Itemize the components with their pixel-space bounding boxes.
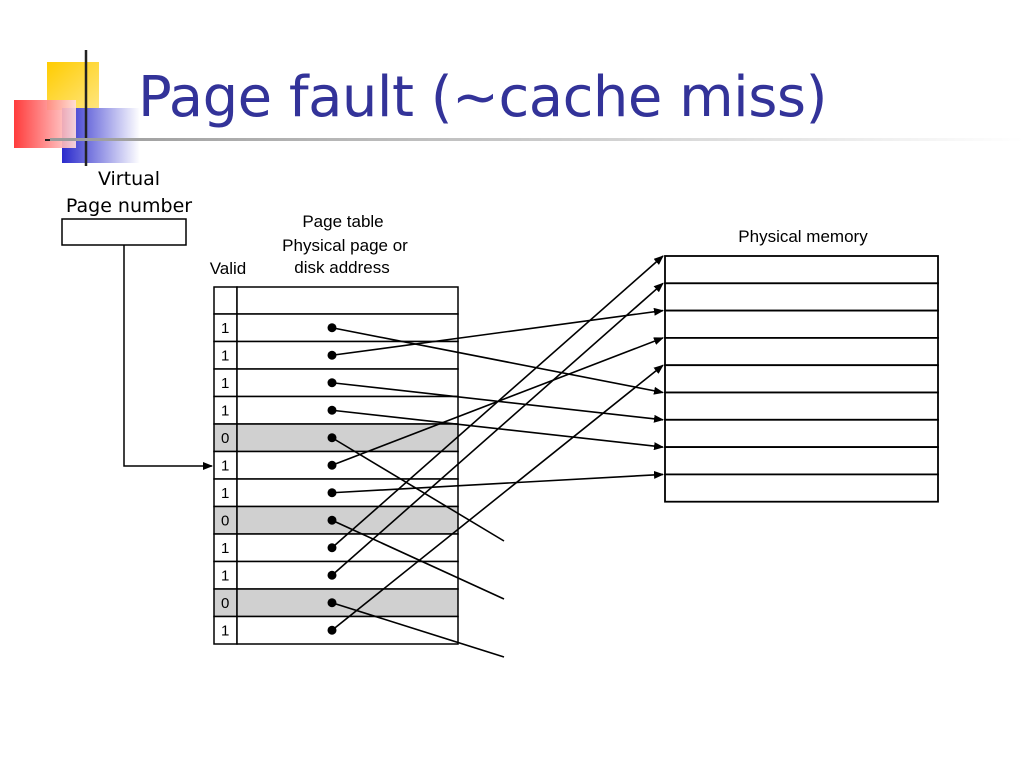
pointer-dot [327, 323, 337, 333]
phys-or-disk-label-line1: Physical page or [282, 236, 408, 255]
slide-title: Page fault (~cache miss) [138, 65, 827, 130]
virtual-label-line1: Virtual [98, 168, 160, 190]
virtual-label-line2: Page number [66, 195, 192, 217]
mapping-arrow-to-memory [331, 364, 664, 631]
pointer-dot [327, 625, 337, 635]
valid-bit: 1 [221, 485, 229, 502]
address-cell [236, 368, 459, 398]
memory-frame [664, 473, 939, 503]
mapping-arrow-to-memory [331, 307, 664, 357]
page-table-row: 0 [213, 588, 459, 618]
address-cell [236, 533, 459, 563]
pointer-dot [327, 570, 337, 580]
memory-frame [664, 255, 939, 285]
valid-label: Valid [210, 259, 247, 278]
valid-bit: 1 [221, 320, 229, 337]
valid-bit: 1 [221, 540, 229, 557]
memory-frame [664, 446, 939, 476]
pointer-dot [327, 543, 337, 553]
memory-frame [664, 282, 939, 312]
pointer-dot [327, 460, 337, 470]
valid-bit: 1 [221, 458, 229, 475]
address-cell [236, 560, 459, 590]
physical-memory-label: Physical memory [738, 227, 868, 246]
page-table-row: 1 [213, 478, 459, 508]
address-cell [236, 588, 459, 618]
memory-frame [664, 336, 939, 367]
pointer-dot [327, 405, 337, 415]
page-table-label: Page table [302, 212, 383, 231]
page-table-row: 1 [213, 450, 459, 480]
mapping-arrows [327, 255, 664, 658]
mapping-arrow-to-memory [331, 326, 664, 395]
mapping-arrow-to-memory [331, 255, 664, 549]
address-cell [236, 505, 459, 535]
mapping-arrow-to-memory [331, 470, 664, 494]
pointer-dot [327, 350, 337, 360]
pointer-dot [327, 433, 337, 443]
memory-frame [664, 309, 939, 339]
memory-frame [664, 364, 939, 394]
valid-bit: 1 [221, 623, 229, 640]
virtual-pointer-arrow [123, 245, 213, 470]
mapping-line-to-disk [331, 519, 505, 600]
mapping-line-to-disk [331, 601, 505, 658]
valid-bit: 0 [221, 430, 229, 447]
valid-bit: 1 [221, 348, 229, 365]
page-table-header-address [236, 286, 459, 315]
mapping-arrow-to-memory [331, 282, 664, 576]
page-table-row: 1 [213, 340, 459, 370]
valid-bit: 1 [221, 375, 229, 392]
page-table-row: 1 [213, 533, 459, 563]
address-cell [236, 615, 459, 645]
page-table-row: 1 [213, 368, 459, 398]
valid-bit: 0 [221, 513, 229, 530]
phys-or-disk-label-line2: disk address [294, 258, 389, 277]
pointer-dot [327, 488, 337, 498]
page-table-rows: 1 1 1 1 0 1 1 0 1 1 0 1 [213, 313, 459, 645]
valid-bit: 1 [221, 403, 229, 420]
address-cell [236, 340, 459, 370]
pointer-dot [327, 378, 337, 388]
memory-frame [664, 418, 939, 448]
physical-memory-frames [664, 255, 939, 503]
valid-bit: 0 [221, 595, 229, 612]
pointer-dot [327, 515, 337, 525]
title-underline [50, 138, 1024, 141]
page-table-header-valid [213, 286, 238, 315]
valid-bit: 1 [221, 568, 229, 585]
pointer-dot [327, 598, 337, 608]
page-table-row: 1 [213, 560, 459, 590]
memory-frame [664, 391, 939, 421]
page-table-row: 0 [213, 423, 459, 453]
page-table-row: 0 [213, 505, 459, 535]
address-cell [236, 313, 459, 343]
virtual-page-number-box [61, 218, 187, 246]
address-cell [236, 478, 459, 508]
